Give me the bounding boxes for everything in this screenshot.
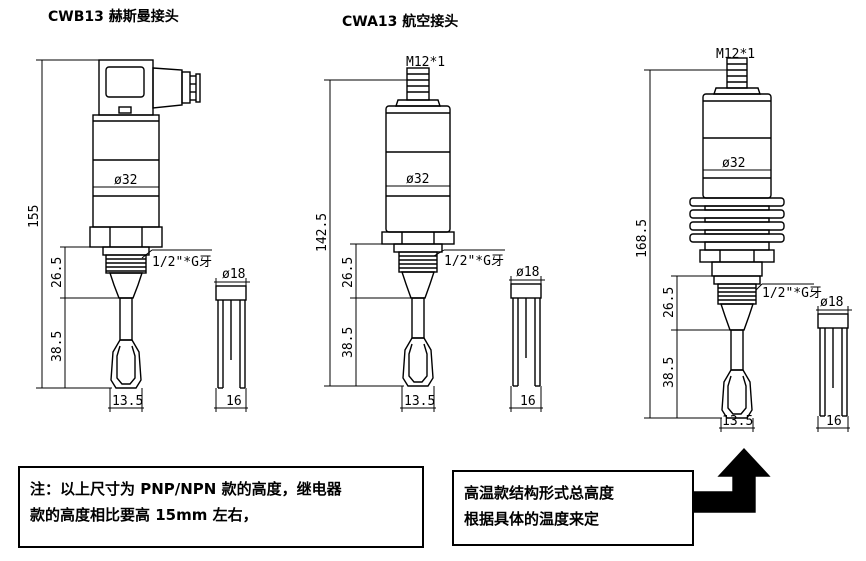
label-dia18-right: ø18 — [820, 295, 843, 310]
label-thread-left: 1/2"*G牙 — [152, 255, 212, 270]
cwb13-sensor — [89, 59, 201, 389]
label-155: 155 — [27, 205, 42, 228]
label-38-5-right: 38.5 — [662, 357, 677, 388]
din-connector-window — [105, 66, 145, 98]
tuning-fork — [402, 337, 434, 387]
hex-nut — [89, 226, 163, 248]
high-temp-sensor — [689, 57, 785, 419]
note-box-left: 注：以上尺寸为 PNP/NPN 款的高度，继电器 款的高度相比要高 15mm 左… — [18, 466, 424, 548]
process-thread — [717, 283, 757, 305]
m12-connector — [726, 57, 748, 89]
note-right-line1: 高温款结构形式总高度 — [464, 484, 615, 502]
cwb13-side-view — [215, 285, 247, 389]
m12-connector — [406, 67, 430, 101]
cwa13-sensor — [381, 67, 455, 387]
label-168-5: 168.5 — [635, 219, 650, 258]
title-cwb13: CWB13 赫斯曼接头 — [48, 9, 179, 25]
elbow-arrow — [693, 447, 771, 513]
label-26-5-right: 26.5 — [662, 287, 677, 318]
cable-gland — [152, 67, 183, 109]
high-temp-dimensions — [644, 69, 852, 432]
cwa13-side-view — [510, 283, 542, 387]
din-connector-slot — [118, 106, 132, 114]
sensor-body — [385, 105, 451, 233]
label-13-5-right: 13.5 — [722, 414, 753, 429]
sensor-stem — [411, 297, 425, 339]
cwa13-dimensions — [324, 79, 545, 412]
label-13-5-mid: 13.5 — [404, 394, 435, 409]
cwb13-dimensions — [36, 59, 250, 412]
sensor-stem — [119, 297, 133, 341]
label-dia18-mid: ø18 — [516, 265, 539, 280]
sensor-neck — [401, 271, 435, 299]
label-dia32-mid: ø32 — [406, 172, 429, 187]
label-13-5-left: 13.5 — [112, 394, 143, 409]
label-142-5: 142.5 — [315, 213, 330, 252]
sensor-stem — [730, 329, 744, 371]
label-16-mid: 16 — [520, 394, 536, 409]
hex-nut — [699, 249, 775, 263]
label-m12-right: M12*1 — [716, 47, 755, 62]
note-left-line2: 款的高度相比要高 15mm 左右， — [30, 506, 258, 524]
label-26-5-mid: 26.5 — [341, 257, 356, 288]
process-thread — [398, 251, 438, 273]
label-16-right: 16 — [826, 414, 842, 429]
label-dia32-right: ø32 — [722, 156, 745, 171]
label-26-5-left: 26.5 — [50, 257, 65, 288]
cooling-fin — [689, 221, 785, 231]
note-left-line1: 注：以上尺寸为 PNP/NPN 款的高度，继电器 — [30, 480, 342, 498]
tuning-fork — [721, 369, 753, 419]
label-thread-right: 1/2"*G牙 — [762, 286, 822, 301]
label-38-5-mid: 38.5 — [341, 327, 356, 358]
sensor-neck — [109, 272, 143, 299]
label-thread-mid: 1/2"*G牙 — [444, 254, 504, 269]
cooling-fin — [689, 209, 785, 219]
cooling-fin — [689, 233, 785, 243]
cooling-fin — [689, 197, 785, 207]
sensor-body — [702, 93, 772, 199]
sensor-neck — [720, 303, 754, 331]
label-m12-left: M12*1 — [406, 55, 445, 70]
sensor-body — [92, 114, 160, 228]
label-dia32-left: ø32 — [114, 173, 137, 188]
note-right-line2: 根据具体的温度来定 — [464, 510, 600, 528]
label-16-left: 16 — [226, 394, 242, 409]
high-temp-side-view — [817, 313, 849, 417]
note-box-right: 高温款结构形式总高度 根据具体的温度来定 — [452, 470, 694, 546]
hex-nut — [381, 231, 455, 245]
cable-gland-nut — [181, 71, 191, 104]
label-dia18-left: ø18 — [222, 267, 245, 282]
title-cwa13: CWA13 航空接头 — [342, 14, 459, 30]
label-38-5-left: 38.5 — [50, 331, 65, 362]
tuning-fork — [110, 339, 142, 389]
